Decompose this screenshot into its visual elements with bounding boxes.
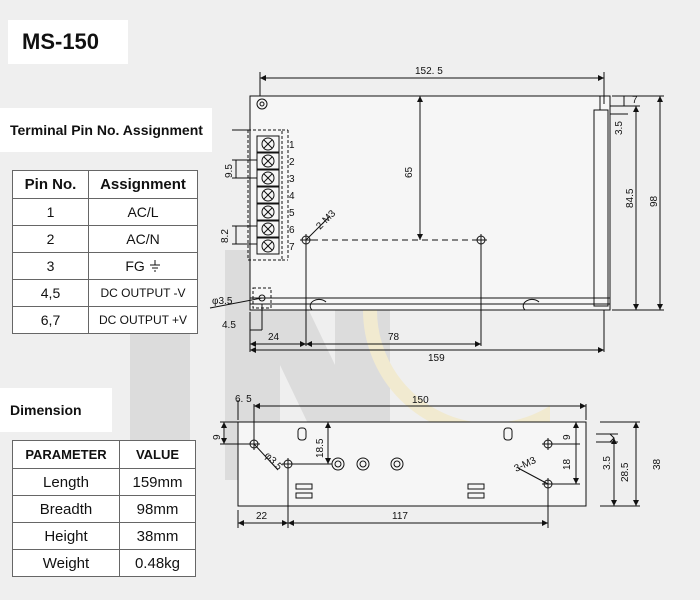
- dim-84-5: 84.5: [625, 188, 636, 208]
- dim-159: 159: [428, 353, 445, 364]
- side-view-drawing: [220, 400, 640, 528]
- pin-cell: 1: [12, 198, 89, 226]
- table-row: Weight 0.48kg: [12, 549, 196, 577]
- pin-label: 3: [289, 174, 295, 185]
- dim-28-5: 28.5: [620, 462, 631, 482]
- dim-18: 18: [562, 458, 573, 470]
- dim-150: 150: [412, 395, 429, 406]
- assignment-cell: AC/N: [88, 225, 198, 253]
- side-view-arrows: [221, 403, 639, 526]
- dimension-table: PARAMETER VALUE Length 159mm Breadth 98m…: [12, 440, 196, 577]
- table-row: Length 159mm: [12, 468, 196, 496]
- dim-7: 7: [632, 95, 638, 106]
- dim-152-5: 152. 5: [415, 66, 443, 77]
- table-row: 6,7 DC OUTPUT +V: [12, 306, 198, 334]
- pin-label: 1: [289, 140, 295, 151]
- table-row: 2 AC/N: [12, 225, 198, 253]
- dim-24: 24: [268, 332, 280, 343]
- header-parameter: PARAMETER: [12, 440, 120, 469]
- pin-label: 7: [289, 242, 295, 253]
- pin-cell: 2: [12, 225, 89, 253]
- terminal-section-title: Terminal Pin No. Assignment: [0, 108, 212, 152]
- dim-18-5: 18.5: [315, 438, 326, 458]
- dim-98: 98: [649, 195, 660, 207]
- dim-4-5: 4.5: [222, 320, 236, 331]
- table-header-row: Pin No. Assignment: [12, 170, 198, 199]
- dim-9-right: 9: [562, 434, 573, 440]
- dim-3-5-side: 3.5: [602, 456, 613, 470]
- top-view-arrows: [250, 75, 663, 353]
- assignment-text: FG: [125, 258, 145, 274]
- dim-9-5: 9.5: [224, 164, 235, 178]
- header-assignment: Assignment: [88, 170, 198, 199]
- dim-78: 78: [388, 332, 400, 343]
- pin-label: 5: [289, 208, 295, 219]
- ground-icon: [149, 260, 160, 272]
- parameter-cell: Weight: [12, 549, 120, 577]
- hole-dia-label: φ3.5: [212, 296, 233, 307]
- dim-65: 65: [404, 166, 415, 178]
- model-title: MS-150: [8, 20, 128, 64]
- table-row: Breadth 98mm: [12, 495, 196, 523]
- table-row: 4,5 DC OUTPUT -V: [12, 279, 198, 307]
- terminal-screws: [256, 135, 280, 255]
- pin-cell: 6,7: [12, 306, 89, 334]
- table-row: 3 FG: [12, 252, 198, 280]
- pin-label: 6: [289, 225, 295, 236]
- table-header-row: PARAMETER VALUE: [12, 440, 196, 469]
- pin-assignment-table: Pin No. Assignment 1 AC/L 2 AC/N 3 FG 4,…: [12, 170, 198, 334]
- header-pin-no: Pin No.: [12, 170, 89, 199]
- dim-38: 38: [652, 458, 663, 470]
- pin-label: 4: [289, 191, 295, 202]
- dim-3-5: 3.5: [614, 121, 625, 135]
- dim-8-2: 8.2: [220, 229, 231, 243]
- value-cell: 0.48kg: [119, 549, 196, 577]
- dim-22: 22: [256, 511, 268, 522]
- top-view-drawing: [209, 72, 664, 352]
- assignment-cell: FG: [88, 252, 198, 280]
- table-row: 1 AC/L: [12, 198, 198, 226]
- dim-9: 9: [212, 434, 223, 440]
- parameter-cell: Breadth: [12, 495, 120, 523]
- parameter-cell: Length: [12, 468, 120, 496]
- dim-117: 117: [392, 511, 408, 522]
- assignment-cell: DC OUTPUT +V: [88, 306, 198, 334]
- value-cell: 38mm: [119, 522, 196, 550]
- dim-6-5: 6. 5: [235, 394, 252, 405]
- assignment-cell: AC/L: [88, 198, 198, 226]
- value-cell: 159mm: [119, 468, 196, 496]
- pin-label: 2: [289, 157, 295, 168]
- dimension-section-title: Dimension: [0, 388, 112, 432]
